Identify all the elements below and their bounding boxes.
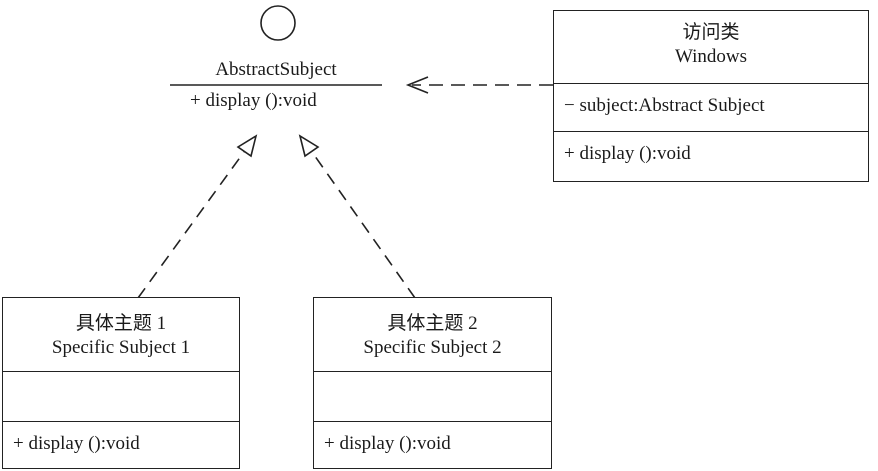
class-specific-subject-2-methods: + display ():void xyxy=(314,421,551,468)
class-specific-subject-2: 具体主题 2 Specific Subject 2 + display ():v… xyxy=(313,297,552,469)
interface-circle-icon xyxy=(260,5,296,41)
class-specific-subject-2-title-en: Specific Subject 2 xyxy=(363,337,502,358)
class-windows-header: 访问类 Windows xyxy=(554,21,868,83)
class-windows-method: + display ():void xyxy=(564,143,691,164)
class-specific-subject-2-title-cn: 具体主题 2 xyxy=(387,313,478,334)
class-specific-subject-1-title-cn: 具体主题 1 xyxy=(75,313,167,334)
interface-method: + display ():void xyxy=(190,90,317,111)
realization-line-1 xyxy=(137,151,245,299)
class-specific-subject-1-method: + display ():void xyxy=(13,433,140,454)
class-specific-subject-1-header: 具体主题 1 Specific Subject 1 xyxy=(3,312,239,370)
class-windows-title-en: Windows xyxy=(674,46,748,67)
class-specific-subject-2-method: + display ():void xyxy=(324,433,451,454)
class-specific-subject-1: 具体主题 1 Specific Subject 1 + display ():v… xyxy=(2,297,240,469)
class-specific-subject-1-methods: + display ():void xyxy=(3,421,239,468)
interface-name: AbstractSubject xyxy=(215,59,337,80)
class-specific-subject-2-attributes xyxy=(314,371,551,421)
class-windows-attribute: − subject:Abstract Subject xyxy=(564,95,765,116)
class-specific-subject-1-title-en: Specific Subject 1 xyxy=(51,337,191,358)
class-windows-attributes: − subject:Abstract Subject xyxy=(554,83,868,131)
realization-line-2 xyxy=(311,151,416,299)
realization-arrowhead-1-icon xyxy=(236,134,258,158)
realization-arrowhead-2-icon xyxy=(298,134,320,158)
class-specific-subject-2-header: 具体主题 2 Specific Subject 2 xyxy=(314,312,551,370)
class-specific-subject-1-attributes xyxy=(3,371,239,421)
class-windows-methods: + display ():void xyxy=(554,131,868,181)
class-windows: 访问类 Windows − subject:Abstract Subject +… xyxy=(553,10,869,182)
class-windows-title-cn: 访问类 xyxy=(682,22,740,43)
dependency-arrowhead-icon xyxy=(405,76,429,94)
